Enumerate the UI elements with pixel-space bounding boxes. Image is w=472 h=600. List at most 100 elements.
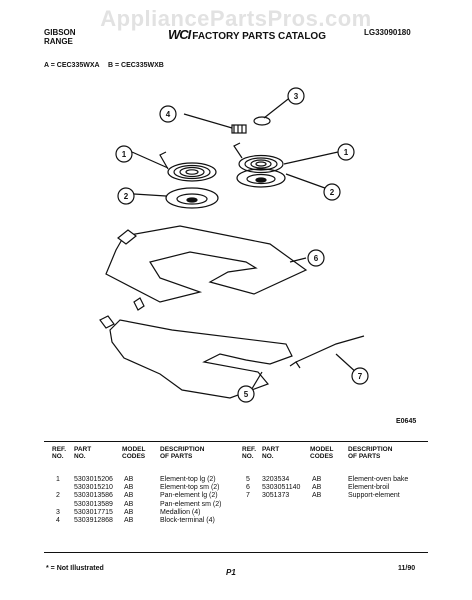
header-part-line1: PART: [74, 446, 92, 453]
table-cell: Medallion (4): [160, 508, 201, 516]
header-model-line2: CODES: [310, 453, 334, 460]
left-part-column: 5303015206 5303015210 5303013586 5303013…: [74, 476, 113, 525]
product-type: RANGE: [44, 37, 73, 46]
table-cell: 5303013586: [74, 492, 113, 500]
table-cell: Support-element: [348, 492, 400, 500]
header-ref-right: REF. NO.: [242, 446, 256, 460]
table-cell: AB: [124, 508, 134, 516]
header-desc-left: DESCRIPTION OF PARTS: [160, 446, 204, 460]
header-part-left: PART NO.: [74, 446, 91, 460]
surface-element-left: [159, 151, 217, 182]
left-model-column: AB AB AB AB AB AB: [124, 476, 133, 525]
table-cell: Element-top lg (2): [160, 476, 216, 483]
header-ref-line1: REF.: [52, 446, 67, 453]
header-model-line1: MODEL: [310, 446, 334, 453]
table-cell: AB: [312, 484, 322, 492]
callout-6: 6: [314, 254, 319, 263]
header-model-line1: MODEL: [122, 446, 146, 453]
header-desc-line2: OF PARTS: [348, 453, 381, 460]
watermark: AppliancePartsPros.com: [100, 6, 372, 31]
table-cell: 3051373: [262, 492, 290, 500]
callout-2-left: 2: [124, 192, 129, 201]
table-cell: Element-oven bake: [348, 476, 409, 483]
broil-element: [105, 225, 308, 303]
callout-1-left: 1: [122, 150, 127, 159]
table-bottom-rule: [44, 552, 428, 553]
table-cell: 2: [56, 492, 60, 500]
header-ref-left: REF. NO.: [52, 446, 66, 460]
table-cell: AB: [124, 492, 134, 500]
header-model-right: MODEL CODES: [310, 446, 333, 460]
table-cell: Pan-element lg (2): [160, 492, 218, 500]
table-cell: AB: [124, 500, 134, 508]
drip-pan-right: [236, 168, 286, 188]
left-desc-column: Element-top lg (2) Element-top sm (2) Pa…: [160, 476, 221, 525]
table-cell: Element-broil: [348, 484, 390, 492]
header-ref-line1: REF.: [242, 446, 257, 453]
table-cell: Pan-element sm (2): [160, 500, 222, 508]
table-cell: AB: [124, 484, 134, 492]
table-cell: AB: [312, 476, 322, 483]
exploded-parts-diagram: 1 1 2 2 3 4 5 6 7: [99, 87, 369, 403]
callout-1-right: 1: [344, 148, 349, 157]
table-cell: [56, 501, 60, 509]
right-model-column: AB AB AB: [312, 476, 321, 501]
catalog-number: LG33090180: [364, 28, 411, 37]
table-cell: 3: [56, 508, 60, 516]
table-top-rule: [44, 441, 428, 442]
wci-logo: WCI: [168, 27, 191, 42]
medallion: [253, 116, 271, 126]
right-part-column: 3203534 5303051140 3051373: [262, 476, 300, 501]
table-cell: 6: [246, 484, 250, 492]
table-cell: 5303015210: [74, 484, 113, 492]
right-desc-column: Element-oven bake Element-broil Support-…: [348, 476, 408, 501]
catalog-title-text: FACTORY PARTS CATALOG: [192, 31, 326, 42]
brand-name: GIBSON: [44, 28, 76, 37]
bake-element: [99, 297, 293, 399]
not-illustrated-note: * = Not Illustrated: [46, 565, 104, 572]
support-element: [289, 335, 365, 369]
table-cell: 5303051140: [262, 484, 301, 492]
left-ref-column: 1 2 3 4: [56, 476, 60, 525]
diagram-code: E0645: [396, 418, 417, 425]
callout-7: 7: [358, 372, 363, 381]
table-cell: AB: [124, 476, 134, 483]
table-cell: Element-top sm (2): [160, 484, 220, 492]
callout-3: 3: [294, 92, 299, 101]
surface-element-right: [233, 142, 284, 174]
table-cell: 4: [56, 517, 60, 525]
table-cell: 1: [56, 476, 60, 483]
right-ref-column: 5 6 7: [246, 476, 250, 501]
table-cell: 5303013589: [74, 500, 113, 508]
model-b: B = CEC335WXB: [108, 62, 164, 69]
drip-pan-left: [165, 187, 219, 209]
header-part-line1: PART: [262, 446, 280, 453]
header-ref-line2: NO.: [242, 453, 254, 460]
header-part-right: PART NO.: [262, 446, 279, 460]
callout-2-right: 2: [330, 188, 335, 197]
revision-date: 11/90: [398, 565, 416, 572]
model-a: A = CEC335WXA: [44, 62, 100, 69]
callout-5: 5: [244, 390, 249, 399]
header-model-line2: CODES: [122, 453, 146, 460]
header-desc-line1: DESCRIPTION: [348, 446, 393, 453]
header-desc-line1: DESCRIPTION: [160, 446, 205, 453]
table-cell: AB: [312, 492, 322, 500]
table-cell: AB: [124, 517, 134, 525]
table-cell: 5: [246, 476, 250, 483]
table-cell: [56, 484, 60, 492]
callout-4: 4: [166, 110, 171, 119]
header-part-line2: NO.: [262, 453, 274, 460]
table-cell: 3203534: [262, 476, 290, 483]
header-part-line2: NO.: [74, 453, 86, 460]
header-model-left: MODEL CODES: [122, 446, 145, 460]
header-desc-line2: OF PARTS: [160, 453, 193, 460]
table-cell: 7: [246, 492, 250, 500]
block-terminal: [231, 124, 247, 134]
table-cell: 5303017715: [74, 508, 113, 516]
table-cell: 5303912868: [74, 517, 113, 525]
header-ref-line2: NO.: [52, 453, 64, 460]
brand-block: GIBSON RANGE: [44, 28, 76, 46]
table-cell: 5303015206: [74, 476, 113, 483]
